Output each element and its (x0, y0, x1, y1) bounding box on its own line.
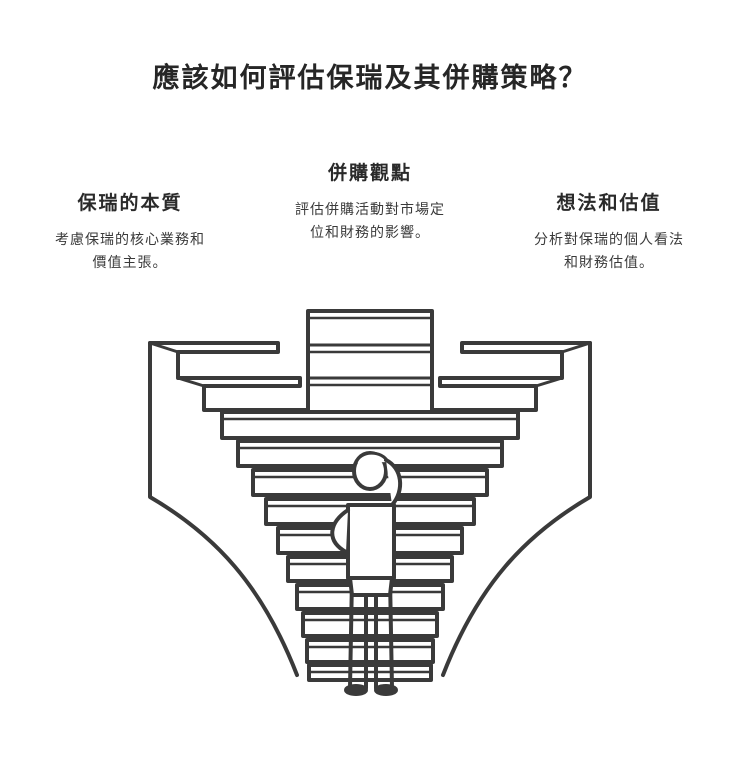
stair-step (220, 410, 520, 440)
page-title: 應該如何評估保瑞及其併購策略？ (152, 63, 588, 94)
stair-step (305, 638, 435, 664)
section-views-valuation-line-2: 和財務估值。 (564, 255, 654, 271)
thinking-person (330, 451, 403, 696)
right-stair-edge (534, 376, 564, 388)
section-ma-perspective-heading: 併購觀點 (327, 162, 412, 184)
section-essence-line-2: 價值主張。 (92, 255, 168, 271)
section-essence: 保瑞的本質 考慮保瑞的核心業務和 價值主張。 (20, 188, 240, 275)
section-ma-perspective-line-2: 位和財務的影響。 (310, 225, 430, 241)
section-views-valuation-line-1: 分析對保瑞的個人看法 (534, 232, 684, 248)
section-views-valuation: 想法和估值 分析對保瑞的個人看法 和財務估值。 (498, 188, 720, 275)
section-views-valuation-heading: 想法和估值 (556, 192, 662, 214)
person-arm-on-hip (330, 508, 350, 554)
left-stair-edge (148, 341, 180, 354)
left-stair-edge (176, 376, 206, 388)
person-right-foot (374, 684, 398, 696)
right-stair-edge (560, 341, 592, 354)
stair-step (301, 611, 439, 638)
person-hips (348, 576, 394, 597)
left-upper-stairs (148, 341, 310, 412)
section-ma-perspective-line-1: 評估併購活動對市場定 (295, 202, 445, 218)
right-wall (441, 341, 592, 677)
section-essence-line-1: 考慮保瑞的核心業務和 (55, 232, 205, 248)
person-left-foot (344, 684, 368, 696)
person-raised-arm (384, 458, 403, 507)
section-ma-perspective: 併購觀點 評估併購活動對市場定 位和財務的影響。 (260, 158, 480, 245)
right-upper-stairs (430, 341, 592, 412)
left-wall (148, 341, 299, 677)
section-essence-heading: 保瑞的本質 (77, 192, 183, 214)
person-torso (346, 503, 396, 580)
top-tower (306, 309, 434, 415)
